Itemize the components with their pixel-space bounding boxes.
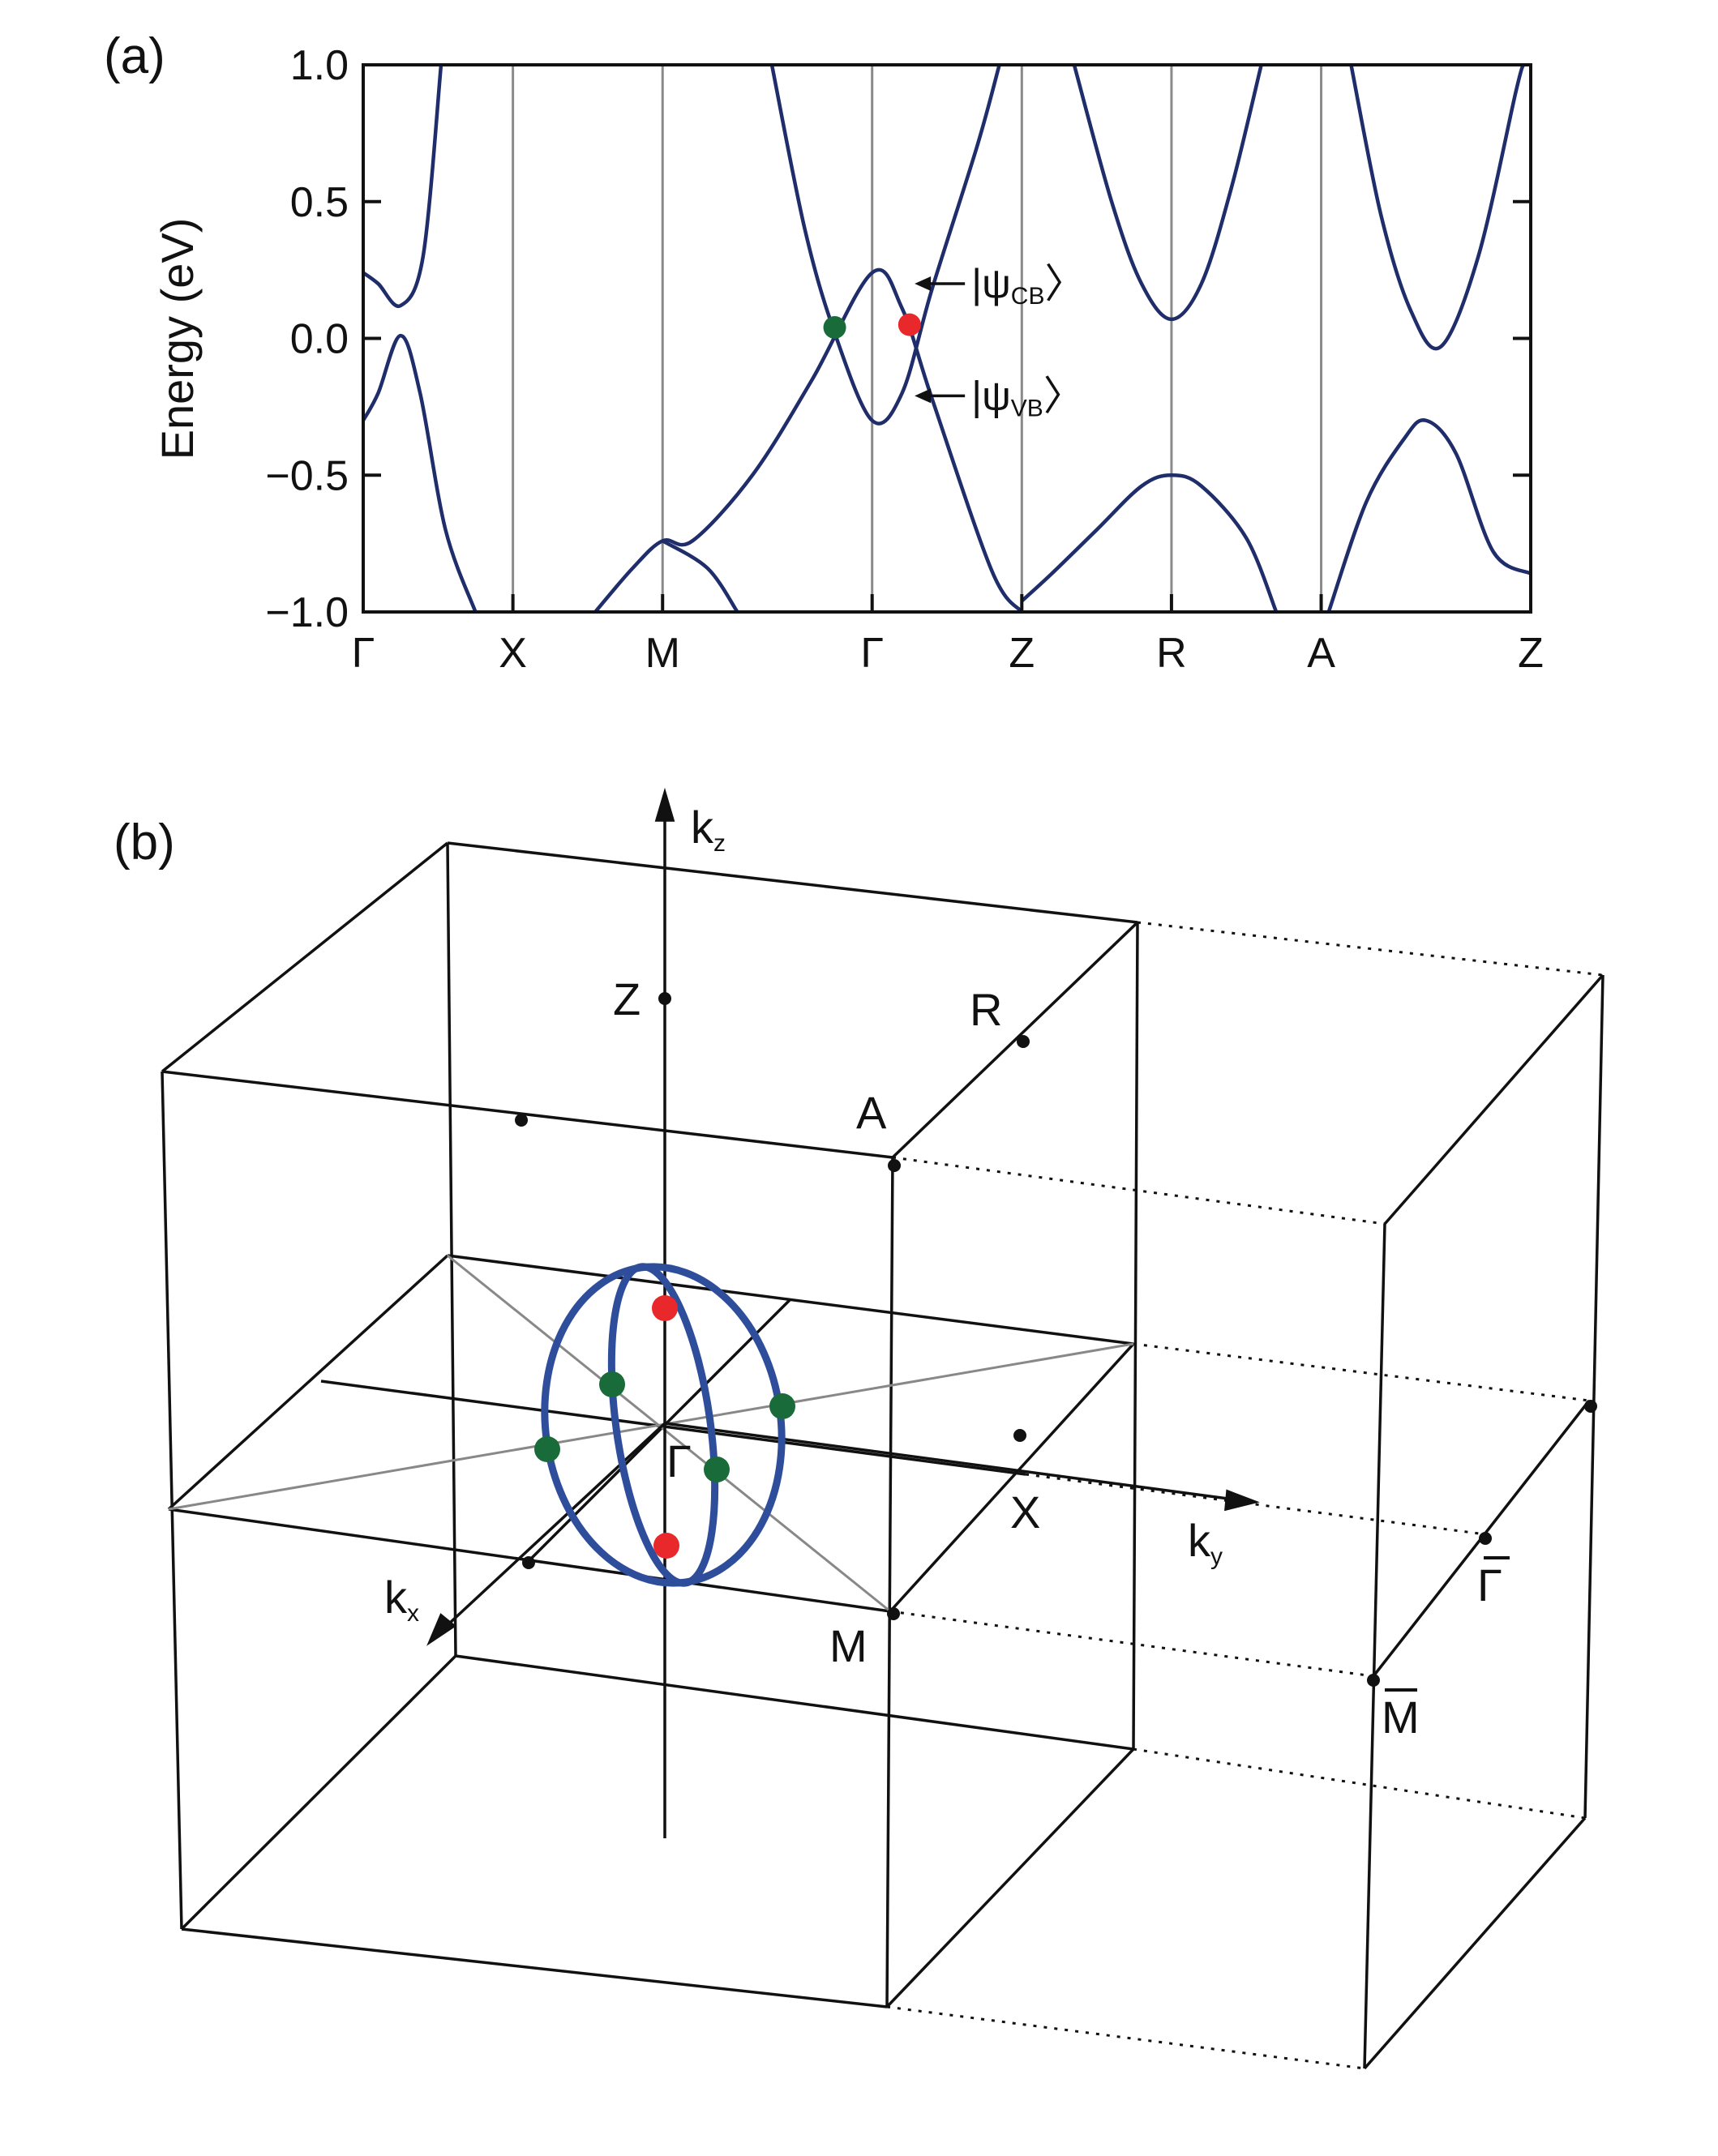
bz-labels: kz ky kx Z R A Γ X M Γ M xyxy=(384,802,1510,1743)
green-point-3 xyxy=(534,1436,560,1462)
point-a-dot xyxy=(888,1159,901,1172)
surface-bz-edges xyxy=(1363,973,1604,2070)
band-line xyxy=(593,267,1024,612)
label-r: R xyxy=(970,984,1002,1035)
label-m-bar: M xyxy=(1382,1692,1420,1743)
y-tick-label: 1.0 xyxy=(290,42,349,89)
label-m: M xyxy=(829,1620,868,1671)
point-z-dot xyxy=(658,992,671,1005)
point-kx-dot xyxy=(522,1556,535,1569)
band-line xyxy=(1020,473,1279,612)
panel-a-label: (a) xyxy=(104,28,165,84)
label-a: A xyxy=(856,1087,887,1138)
y-tick-label: −1.0 xyxy=(265,589,349,636)
red-point-bottom xyxy=(653,1533,679,1559)
point-m-dot xyxy=(887,1607,900,1620)
high-symmetry-lines xyxy=(512,65,1323,612)
label-gamma-bar: Γ xyxy=(1477,1559,1502,1611)
weyl-points xyxy=(534,1295,795,1559)
point-m-bar-dot xyxy=(1367,1674,1380,1687)
green-point-4 xyxy=(704,1457,730,1482)
label-z: Z xyxy=(613,973,641,1025)
kz-label: kz xyxy=(691,802,726,857)
x-tick-label: Γ xyxy=(352,630,375,677)
point-top-edge-dot xyxy=(515,1114,528,1127)
annotation-arrowhead xyxy=(915,276,932,291)
band-line xyxy=(1072,65,1263,322)
point-r-dot xyxy=(1017,1035,1030,1048)
y-tick-label: 0.5 xyxy=(290,179,349,226)
x-tick-label: A xyxy=(1307,630,1335,677)
bulk-bz-edges xyxy=(161,841,1139,2008)
panel-b-label: (b) xyxy=(114,815,175,871)
point-surface-edge-dot xyxy=(1584,1400,1597,1413)
y-tick-label: 0.0 xyxy=(290,316,349,363)
y-tick-label: −0.5 xyxy=(265,452,349,499)
band-line xyxy=(769,65,1001,426)
band-structure-plot: 1.0 0.5 0.0 −0.5 −1.0 Γ X M Γ Z R A Z Energy (eV) |… xyxy=(152,42,1544,677)
state-label: |ψCB〉 xyxy=(971,261,1085,310)
kz0-diagonals xyxy=(168,1254,1134,1613)
k-axes xyxy=(426,787,1260,1838)
band-line xyxy=(1349,65,1525,351)
crossing-marker xyxy=(823,316,846,339)
x-tick-label: Z xyxy=(1518,630,1544,677)
state-annotations: |ψCB〉 |ψVB〉 xyxy=(915,261,1085,421)
green-point-1 xyxy=(599,1371,625,1397)
band-line xyxy=(363,333,478,612)
band-line xyxy=(1326,418,1531,612)
label-x: X xyxy=(1010,1487,1040,1538)
x-tick-label: Γ xyxy=(860,630,884,677)
red-point-top xyxy=(652,1295,678,1321)
brillouin-zone-diagram: kz ky kx Z R A Γ X M Γ M xyxy=(161,787,1604,2070)
x-tick-label: Z xyxy=(1009,630,1035,677)
green-point-2 xyxy=(769,1393,795,1419)
crossing-markers xyxy=(823,313,921,339)
x-tick-label: M xyxy=(645,630,680,677)
band-lines xyxy=(363,65,1531,612)
y-ticks: 1.0 0.5 0.0 −0.5 −1.0 xyxy=(265,42,1531,636)
kx-label: kx xyxy=(384,1572,419,1627)
bz-points xyxy=(515,992,1597,1687)
x-tick-label: X xyxy=(499,630,527,677)
band-line xyxy=(662,539,739,612)
point-gamma-bar-dot xyxy=(1479,1532,1492,1545)
point-x-dot xyxy=(1013,1429,1026,1442)
x-tick-label: R xyxy=(1156,630,1187,677)
band-line xyxy=(363,65,443,308)
crossing-marker xyxy=(898,313,921,336)
y-axis-label: Energy (eV) xyxy=(152,218,203,460)
ky-label: ky xyxy=(1188,1515,1223,1570)
state-label: |ψVB〉 xyxy=(971,373,1084,421)
annotation-arrowhead xyxy=(915,388,932,404)
projection-lines xyxy=(886,921,1604,2070)
label-gamma: Γ xyxy=(666,1435,692,1487)
